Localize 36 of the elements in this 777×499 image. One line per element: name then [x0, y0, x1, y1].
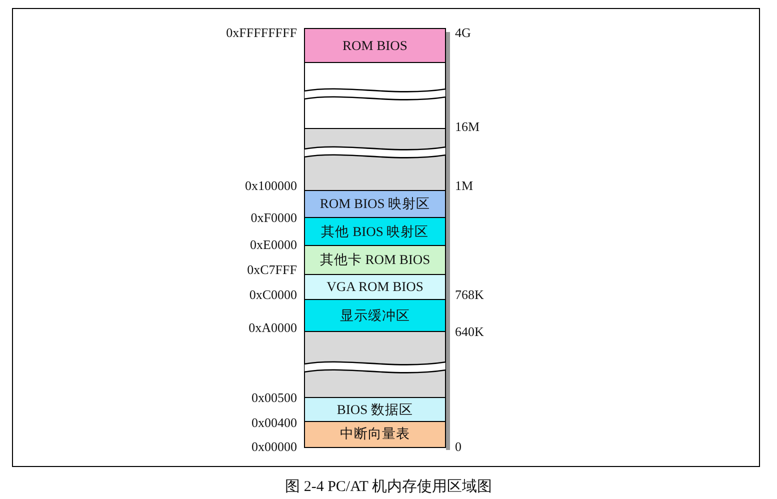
- address-label: 0x100000: [245, 178, 297, 194]
- address-label: 0xE0000: [250, 237, 297, 253]
- memory-region: [304, 331, 446, 398]
- region-label: 其他 BIOS 映射区: [321, 222, 429, 241]
- region-label: VGA ROM BIOS: [326, 279, 424, 296]
- memory-region: [304, 28, 446, 64]
- size-label: 0: [455, 439, 462, 455]
- memory-region: [304, 421, 446, 448]
- address-label: 0xC7FFF: [247, 262, 297, 278]
- memory-region: [304, 397, 446, 422]
- figure-caption: 图 2-4 PC/AT 机内存使用区域图: [284, 478, 493, 496]
- address-label: 0xF0000: [250, 210, 297, 226]
- address-label: 0x00000: [252, 439, 297, 455]
- address-label: 0xFFFFFFFF: [226, 25, 297, 41]
- region-label: ROM BIOS: [342, 38, 408, 54]
- region-label: ROM BIOS 映射区: [320, 195, 430, 214]
- size-label: 640K: [455, 324, 484, 340]
- address-label: 0xA0000: [248, 320, 297, 336]
- address-label: 0x00500: [252, 390, 297, 406]
- region-label: BIOS 数据区: [336, 400, 414, 419]
- size-label: 4G: [455, 25, 471, 41]
- size-label: 768K: [455, 287, 484, 303]
- memory-region: [304, 190, 446, 218]
- address-label: 0xC0000: [249, 287, 297, 303]
- memory-region: [304, 274, 446, 300]
- size-label: 1M: [455, 178, 474, 194]
- region-label: 显示缓冲区: [340, 306, 410, 325]
- size-label: 16M: [455, 119, 480, 135]
- memory-region: [304, 299, 446, 332]
- region-label: 中断向量表: [340, 425, 410, 444]
- memory-region: [304, 245, 446, 276]
- memory-region: [304, 62, 446, 130]
- region-label: 其他卡 ROM BIOS: [320, 251, 430, 270]
- address-label: 0x00400: [252, 415, 297, 431]
- memory-region: [304, 128, 446, 192]
- memory-region: [304, 217, 446, 246]
